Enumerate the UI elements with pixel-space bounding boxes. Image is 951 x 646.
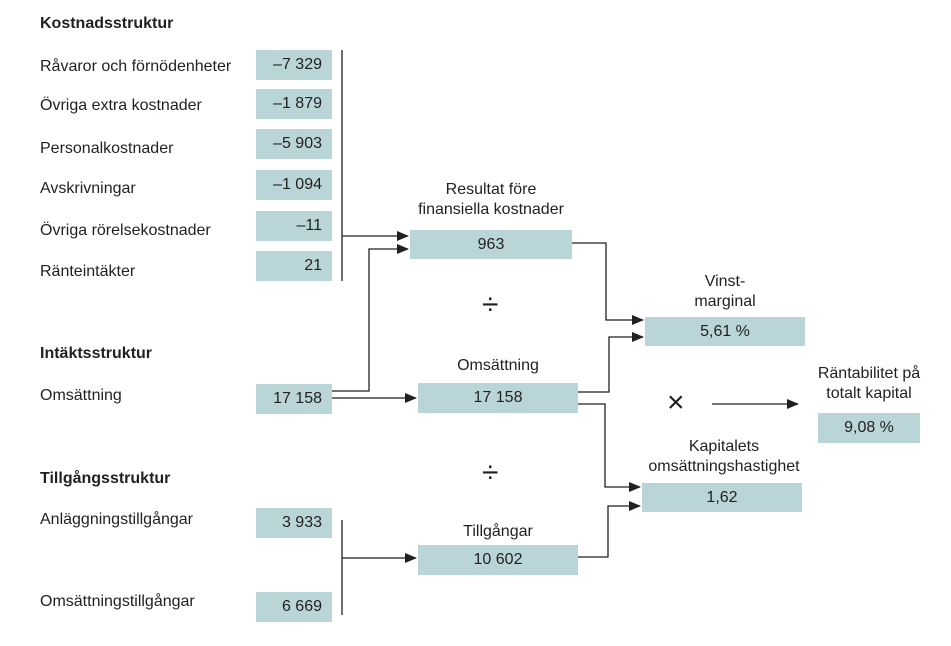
turnover-to-margin-arrow <box>578 332 644 393</box>
revenue-value-turnover: 17 158 <box>256 384 332 414</box>
result-value-box: 963 <box>410 230 572 259</box>
multiply-symbol: × <box>667 386 685 419</box>
revenue-label-turnover: Omsättning <box>40 387 122 404</box>
asset-label-current: Omsättningstillgångar <box>40 593 195 610</box>
cost-value-raw-materials: –7 329 <box>256 50 332 80</box>
asset-value-fixed: 3 933 <box>256 508 332 538</box>
cost-value-depreciation: –1 094 <box>256 170 332 200</box>
cost-label-depreciation: Avskrivningar <box>40 180 136 197</box>
turnover-to-result-arrow <box>332 244 409 392</box>
divide-symbol-bottom: ÷ <box>482 456 499 489</box>
margin-caption: Vinst- marginal <box>645 272 805 312</box>
cost-value-personnel: –5 903 <box>256 129 332 159</box>
result-caption: Resultat före finansiella kostnader <box>410 180 572 220</box>
margin-value-box: 5,61 % <box>645 317 805 346</box>
divide-symbol-top: ÷ <box>482 288 499 321</box>
assets-caption: Tillgångar <box>463 523 533 540</box>
cost-value-other-external: –1 879 <box>256 89 332 119</box>
margin-caption-line2: marginal <box>694 293 756 310</box>
turnover-rate-caption: Kapitalets omsättningshastighet <box>632 437 816 477</box>
cost-label-interest-income: Ränteintäkter <box>40 263 136 280</box>
turnover-to-rate-arrow <box>578 403 641 492</box>
assets-to-rate-arrow <box>578 501 641 558</box>
result-to-margin-arrow <box>572 242 644 325</box>
assets-value-box: 10 602 <box>418 545 578 575</box>
cost-label-other-operating: Övriga rörelsekostnader <box>40 222 211 239</box>
turnover-value-box: 17 158 <box>418 383 578 413</box>
cost-label-raw-materials: Råvaror och förnödenheter <box>40 58 232 75</box>
asset-value-current: 6 669 <box>256 592 332 622</box>
roa-caption-line2: totalt kapital <box>826 385 912 402</box>
cost-value-other-operating: –11 <box>256 211 332 241</box>
cost-label-other-external: Övriga extra kostnader <box>40 97 202 114</box>
roa-value-box: 9,08 % <box>818 413 920 443</box>
cost-structure-heading: Kostnadsstruktur <box>40 15 174 32</box>
cost-value-interest-income: 21 <box>256 251 332 281</box>
asset-label-fixed: Anläggningstillgångar <box>40 511 193 528</box>
result-caption-line2: finansiella kostnader <box>418 201 564 218</box>
roa-caption: Räntabilitet på totalt kapital <box>806 364 932 404</box>
turnover-rate-value-box: 1,62 <box>642 483 802 512</box>
margin-caption-line1: Vinst- <box>704 273 746 290</box>
asset-structure-heading: Tillgångsstruktur <box>40 470 171 487</box>
roa-caption-line1: Räntabilitet på <box>817 365 921 382</box>
revenue-structure-heading: Intäktsstruktur <box>40 345 153 362</box>
result-caption-line1: Resultat före <box>445 181 537 198</box>
turnover-rate-caption-line2: omsättningshastighet <box>648 458 800 475</box>
turnover-rate-caption-line1: Kapitalets <box>688 438 760 455</box>
cost-label-personnel: Personalkostnader <box>40 140 174 157</box>
turnover-caption: Omsättning <box>457 357 539 374</box>
